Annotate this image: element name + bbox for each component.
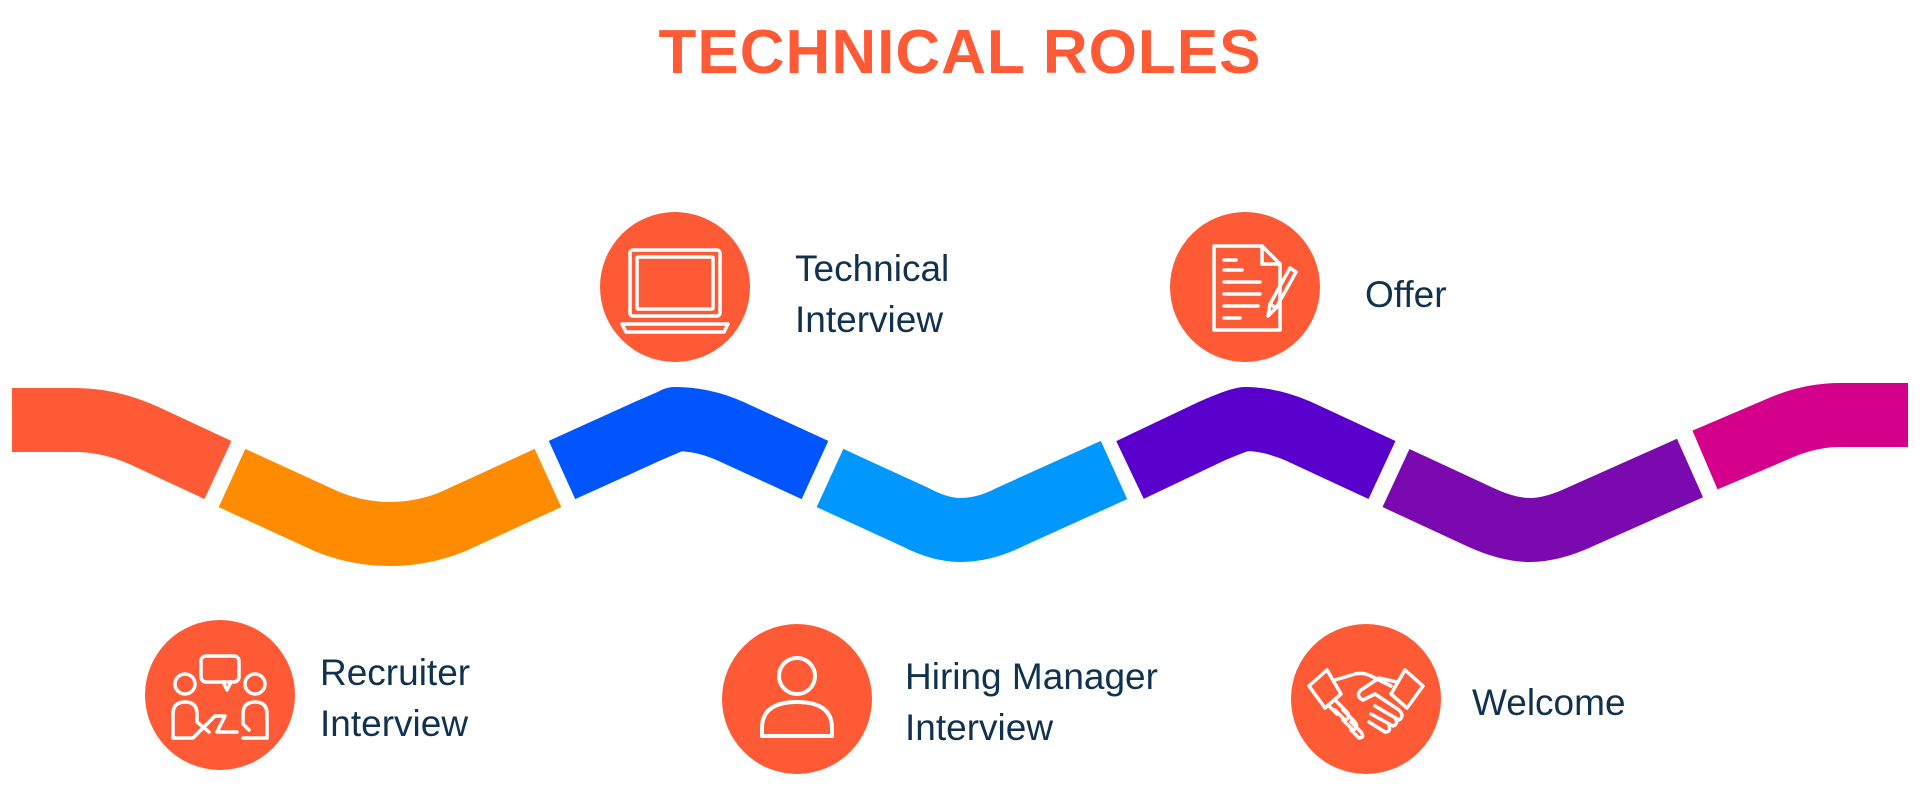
- welcome-icon-circle: [1291, 624, 1441, 774]
- step-label-hiring-manager-interview: Hiring Manager Interview: [905, 651, 1158, 753]
- page-title: TECHNICAL ROLES: [658, 18, 1262, 87]
- step-label-line: Interview: [905, 707, 1054, 749]
- recruiter-meeting-icon: [171, 654, 269, 740]
- step-label-line: Interview: [320, 703, 469, 745]
- step-label-recruiter-interview: Recruiter Interview: [320, 647, 470, 749]
- step-label-offer: Offer: [1365, 269, 1447, 320]
- ribbon-segment-offer: [1116, 387, 1396, 500]
- ribbon-segment-welcome: [1382, 438, 1704, 562]
- recruiter-interview-icon-circle: [145, 620, 295, 770]
- step-label-line: Welcome: [1472, 682, 1626, 723]
- wave-ribbon: [12, 383, 1908, 566]
- step-label-line: Technical: [795, 248, 950, 289]
- hiring-manager-interview-icon-circle: [722, 624, 872, 774]
- technical-interview-icon-circle: [600, 212, 750, 362]
- ribbon-segment-technical: [548, 387, 829, 500]
- ribbon-segment-hiring-manager: [816, 440, 1128, 562]
- step-label-line: Recruiter: [320, 652, 471, 693]
- ribbon-segment-start: [12, 388, 232, 500]
- ribbon-segment-recruiter: [218, 448, 562, 566]
- contract-icon: [1212, 244, 1298, 332]
- offer-icon-circle: [1170, 212, 1320, 362]
- step-label-line: Hiring Manager: [905, 656, 1158, 697]
- handshake-icon: [1307, 668, 1425, 740]
- step-label-technical-interview: Technical Interview: [795, 243, 949, 345]
- ribbon-segment-end: [1692, 383, 1908, 490]
- step-label-line: Offer: [1365, 274, 1447, 315]
- step-label-welcome: Welcome: [1472, 677, 1626, 728]
- laptop-icon: [620, 248, 730, 334]
- user-icon: [760, 656, 834, 738]
- step-label-line: Interview: [795, 299, 944, 341]
